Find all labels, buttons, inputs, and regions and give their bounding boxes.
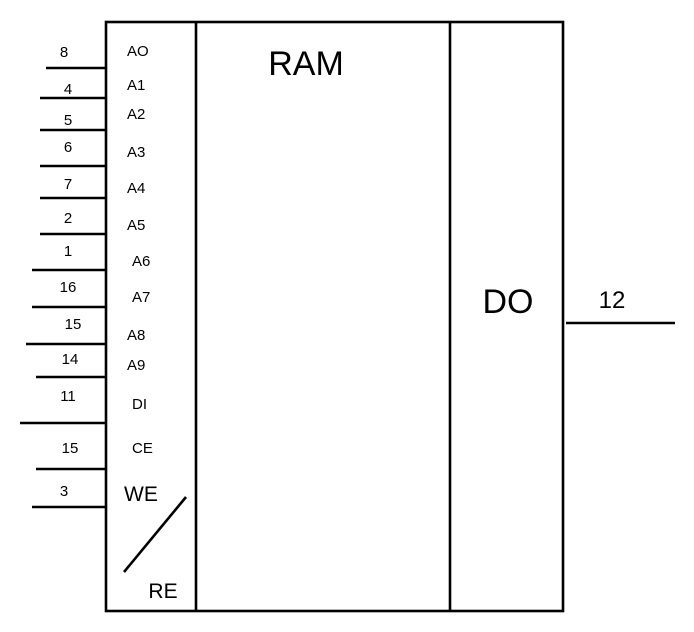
ram-block-outline [104, 20, 565, 613]
block-title: RAM [268, 45, 344, 83]
pin-number: 3 [60, 483, 68, 500]
pin-4-a1: 4 A1 [40, 77, 145, 100]
pin-number: 15 [65, 316, 82, 333]
pin-label: CE [132, 440, 153, 457]
pin-number: 11 [60, 388, 76, 405]
pin-15-ce: 15 CE [36, 440, 153, 471]
pin-number: 15 [62, 440, 79, 457]
we-re-slash [122, 496, 188, 573]
re-label: RE [148, 580, 177, 603]
pin-label: A2 [127, 106, 145, 123]
pin-label: A4 [127, 180, 145, 197]
output-pin-number: 12 [599, 287, 626, 314]
pin-14-a9: 14 A9 [36, 351, 145, 379]
pin-label: A6 [132, 253, 150, 270]
pin-label: A1 [127, 77, 145, 94]
pin-1-a6: 1 A6 [32, 243, 150, 272]
pin-label: AO [127, 43, 149, 60]
pin-number: 14 [62, 351, 79, 368]
pin-number: 16 [60, 279, 77, 296]
pin-5-a2: 5 A2 [40, 106, 145, 132]
pin-2-a5: 2 A5 [40, 210, 145, 236]
pin-number: 6 [64, 139, 72, 156]
pin-label: A5 [127, 217, 145, 234]
pin-label: A3 [127, 144, 145, 161]
pin-number: 4 [64, 81, 72, 98]
pin-number: 7 [64, 176, 72, 193]
pin-3-we: 3 WE [32, 483, 158, 509]
output-label: DO [483, 283, 534, 321]
pin-number: 2 [64, 210, 72, 227]
pin-number: 1 [64, 243, 72, 260]
pin-number: 8 [60, 44, 68, 61]
pin-16-a7: 16 A7 [32, 279, 150, 309]
pin-number: 5 [64, 112, 72, 129]
pin-8-ao: 8 AO [46, 43, 149, 70]
pin-7-a4: 7 A4 [40, 176, 145, 200]
pin-label: DI [132, 396, 147, 413]
pin-11-di: 11 DI [20, 388, 147, 425]
pin-15-a8: 15 A8 [26, 316, 145, 346]
pin-6-a3: 6 A3 [40, 139, 145, 168]
pin-label: A7 [132, 289, 150, 306]
pin-label: A9 [127, 357, 145, 374]
pin-label: A8 [127, 327, 145, 344]
pin-label: WE [124, 483, 158, 506]
